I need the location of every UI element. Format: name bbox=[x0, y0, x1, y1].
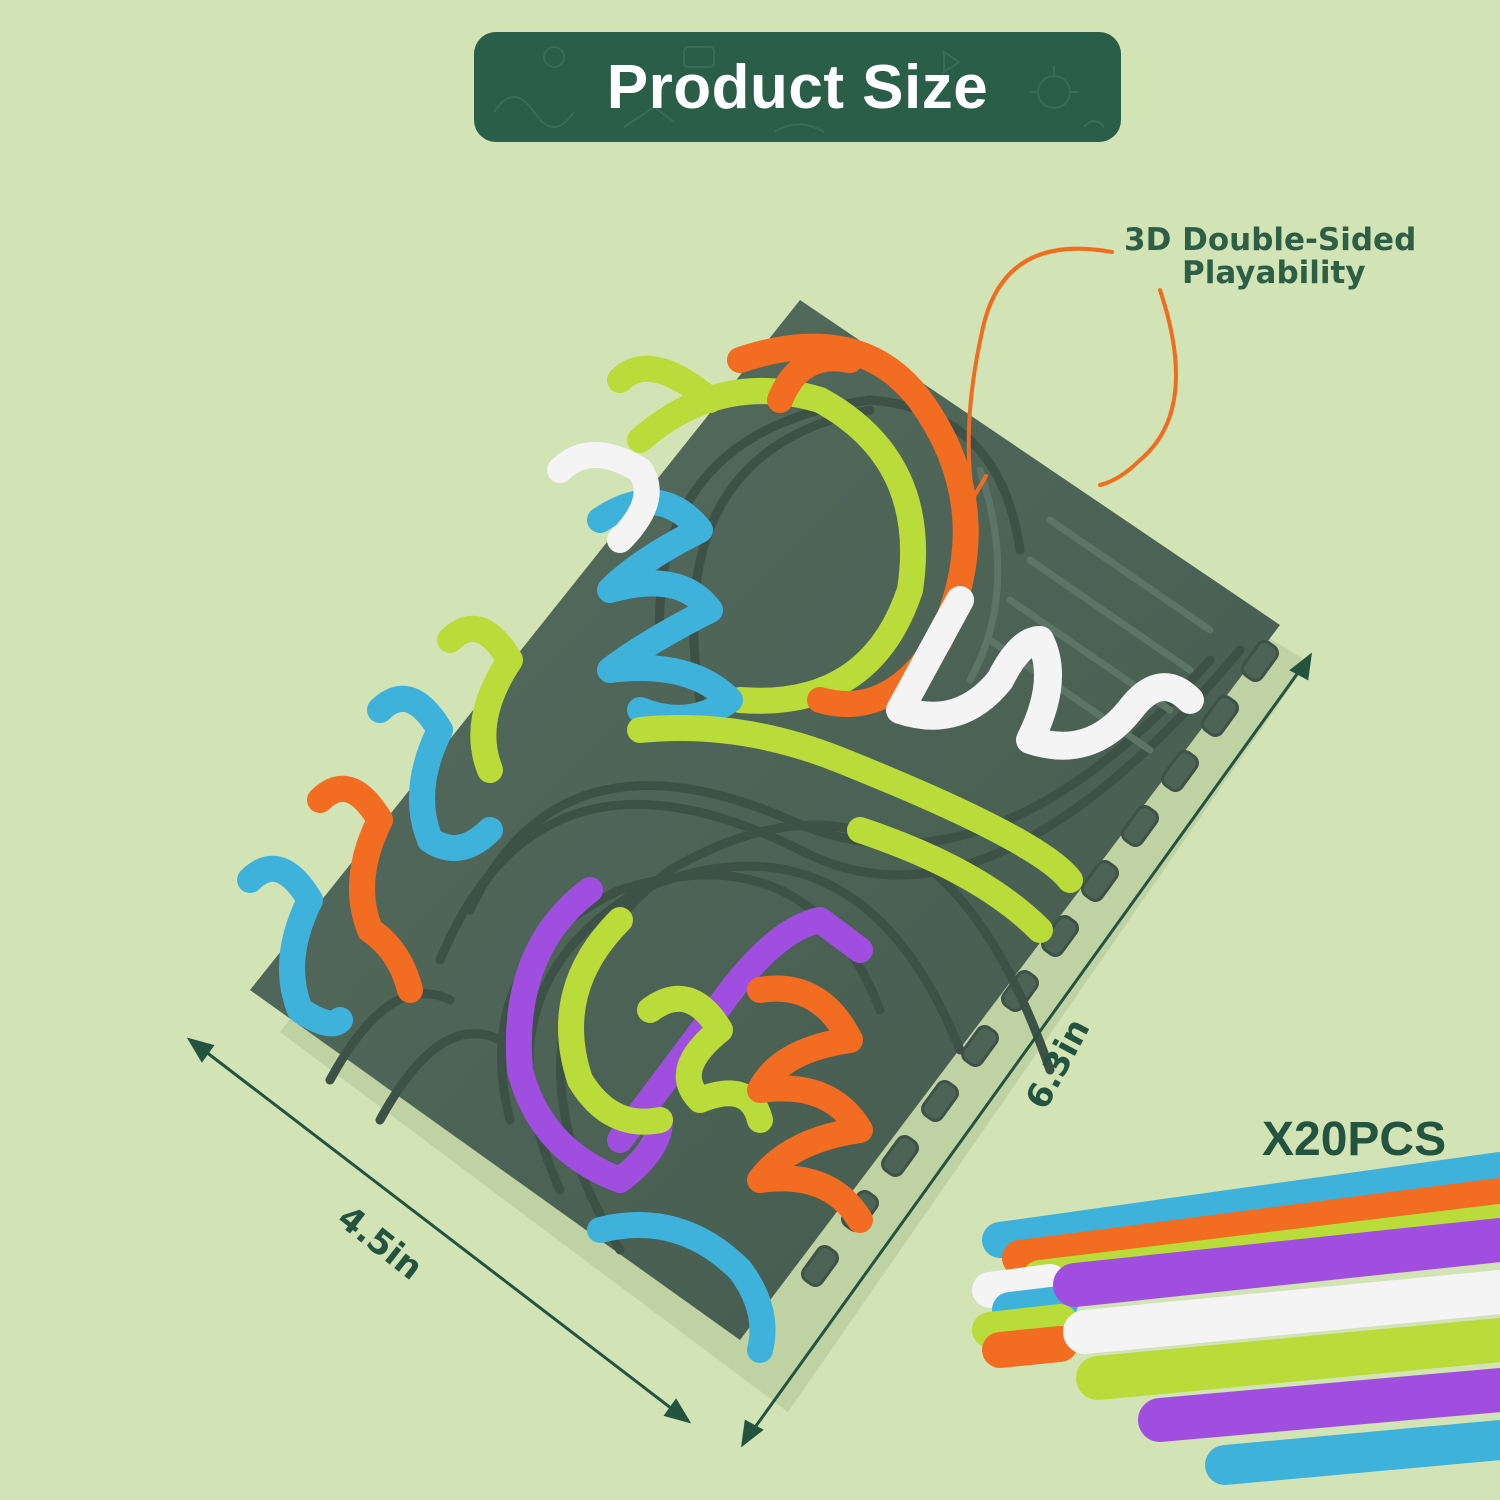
doodle-pattern-icon bbox=[493, 46, 1105, 133]
callout-line-1: 3D Double-Sided bbox=[1124, 222, 1417, 258]
title-banner: Product Size bbox=[474, 32, 1121, 142]
quantity-label: X20PCS bbox=[1262, 1113, 1447, 1166]
dimension-height-line bbox=[741, 652, 1312, 1448]
page-title: Product Size bbox=[606, 52, 989, 122]
stick-bundle bbox=[972, 1152, 1500, 1485]
colored-sticks bbox=[237, 333, 1204, 1363]
dimension-width-line bbox=[186, 1037, 692, 1424]
playability-arrow-icon bbox=[956, 246, 1178, 504]
callout-line-2: Playability bbox=[1182, 255, 1366, 291]
playability-callout: 3D Double-Sided Playability bbox=[1124, 224, 1444, 290]
